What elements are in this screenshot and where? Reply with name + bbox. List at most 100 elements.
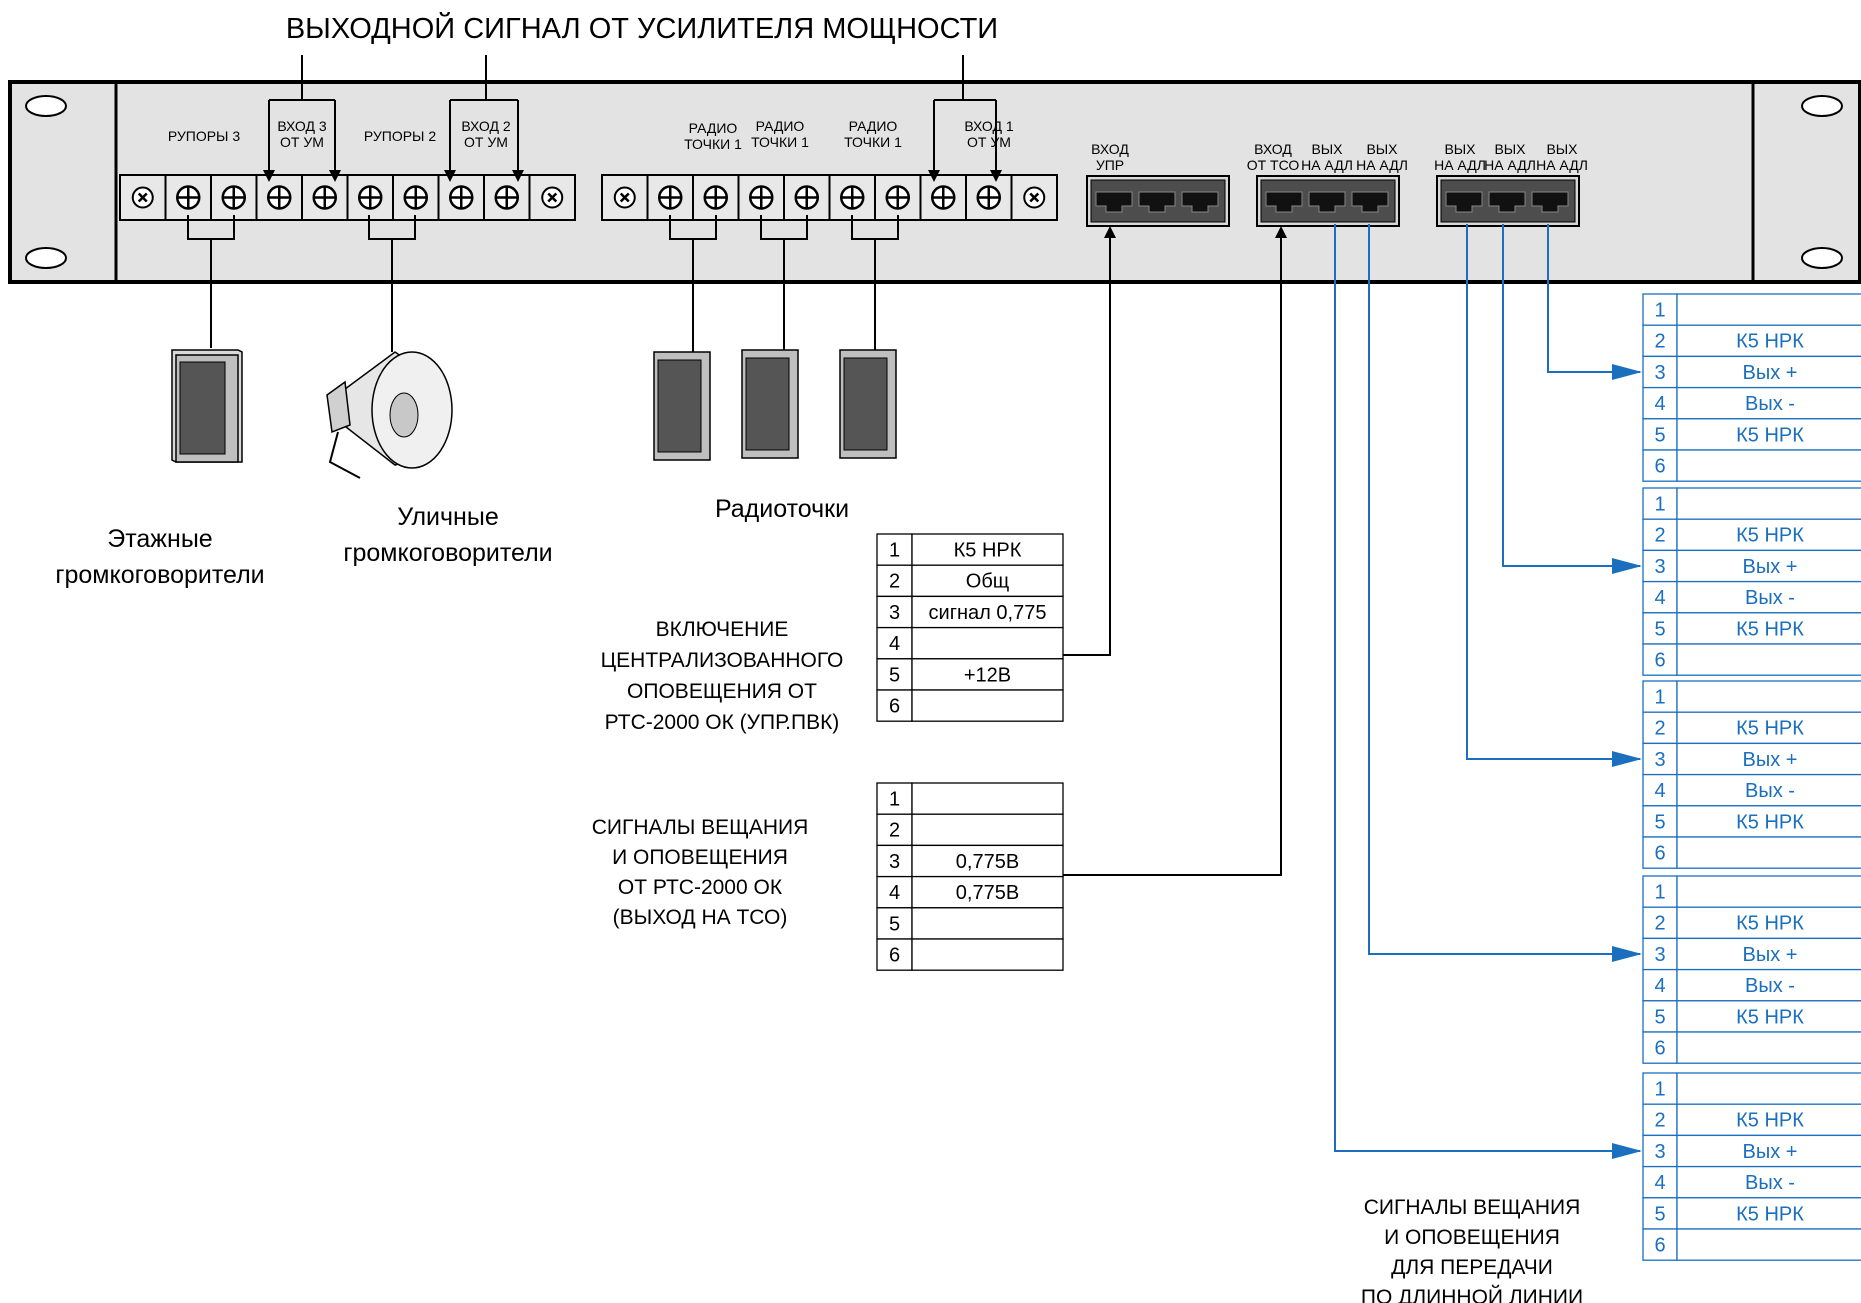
terminal-screw — [646, 174, 694, 221]
pin-signal: Общ — [966, 571, 1009, 593]
pin-row: 1 — [876, 782, 1064, 815]
terminal-screw — [346, 174, 394, 221]
rj-jack-icon — [1445, 191, 1483, 213]
pin-number: 2 — [1654, 331, 1665, 353]
rj-jack-icon — [1095, 191, 1133, 213]
terminal-screw — [874, 174, 922, 221]
adl-wire — [1502, 224, 1642, 574]
pin-signal: К5 НРК — [954, 539, 1022, 561]
pin-row: 1 — [1642, 487, 1861, 520]
terminal-screw — [783, 174, 831, 221]
pin-number: 1 — [889, 788, 900, 810]
pin-signal: Вых + — [1743, 944, 1798, 966]
pin-row: 6 — [876, 938, 1064, 971]
pin-number: 6 — [1654, 1234, 1665, 1256]
terminal-screw — [437, 174, 485, 221]
terminal-screw-x — [119, 174, 167, 221]
pin-row: 6 — [1642, 1228, 1861, 1261]
pin-signal: К5 НРК — [1736, 913, 1804, 935]
pin-row: 1 — [1642, 680, 1861, 713]
pin-row: 5 — [876, 907, 1064, 940]
pin-number: 3 — [1654, 556, 1665, 578]
pin-number: 4 — [1654, 393, 1665, 415]
pin-signal: +12В — [964, 664, 1011, 686]
rj-port-groups — [1086, 175, 1580, 227]
rj-jack-icon — [1488, 191, 1526, 213]
pin-number: 4 — [889, 633, 900, 655]
pin-number: 3 — [889, 602, 900, 624]
pin-row: 3 Вых + — [1642, 937, 1861, 971]
pin-row: 6 — [1642, 1031, 1861, 1064]
device-wiring — [187, 215, 899, 352]
pin-signal: Вых - — [1745, 975, 1795, 997]
pin-signal: 0,775В — [956, 851, 1019, 873]
pin-signal: 0,775В — [956, 882, 1019, 904]
pin-signal: К5 НРК — [1736, 424, 1804, 446]
terminal-screw-x — [1010, 174, 1058, 221]
terminal-screw — [255, 174, 303, 221]
pin-number: 5 — [889, 913, 900, 935]
terminal-screw — [965, 174, 1013, 221]
pin-number: 5 — [1654, 811, 1665, 833]
pin-signal: К5 НРК — [1736, 1006, 1804, 1028]
pin-row: 4 Вых - — [1642, 386, 1861, 420]
pin-number: 2 — [1654, 525, 1665, 547]
label-rupory-2: РУПОРЫ 2 — [364, 128, 436, 144]
rj-jack-icon — [1265, 191, 1303, 213]
pin-row: 2 — [876, 813, 1064, 847]
pin-number: 1 — [1654, 1078, 1665, 1100]
pin-signal: Вых + — [1743, 749, 1798, 771]
pin-signal: сигнал 0,775 — [929, 602, 1047, 624]
rj-group-adl — [1436, 175, 1580, 227]
pin-signal: Вых - — [1745, 780, 1795, 802]
adl-wire — [1334, 224, 1642, 1159]
pin-row: 6 — [876, 689, 1064, 722]
diagram-title: ВЫХОДНОЙ СИГНАЛ ОТ УСИЛИТЕЛЯ МОЩНОСТИ — [286, 11, 998, 45]
terminal-block-b — [601, 174, 1058, 221]
rj-group-tso-adl — [1256, 175, 1400, 227]
terminal-block-a — [119, 174, 576, 221]
adl-wire — [1547, 224, 1642, 380]
rj-jack-icon — [1138, 191, 1176, 213]
terminal-screw-x — [601, 174, 649, 221]
floor-speaker-device — [171, 349, 243, 463]
pin-signal: К5 НРК — [1736, 618, 1804, 640]
rj-jack-icon — [1531, 191, 1569, 213]
street-horn-speaker — [326, 351, 453, 479]
rj-jack-icon — [1181, 191, 1219, 213]
terminal-screw — [210, 174, 258, 221]
terminal-screw — [828, 174, 876, 221]
pin-number: 3 — [1654, 944, 1665, 966]
mount-hole-bottom-left — [25, 247, 67, 269]
rj-group-upr — [1086, 175, 1230, 227]
pin-row: 3 0,775В — [876, 844, 1064, 878]
pin-number: 3 — [889, 851, 900, 873]
pin-number: 4 — [1654, 587, 1665, 609]
pin-signal: Вых - — [1745, 393, 1795, 415]
radio-point-device-1 — [653, 351, 711, 461]
